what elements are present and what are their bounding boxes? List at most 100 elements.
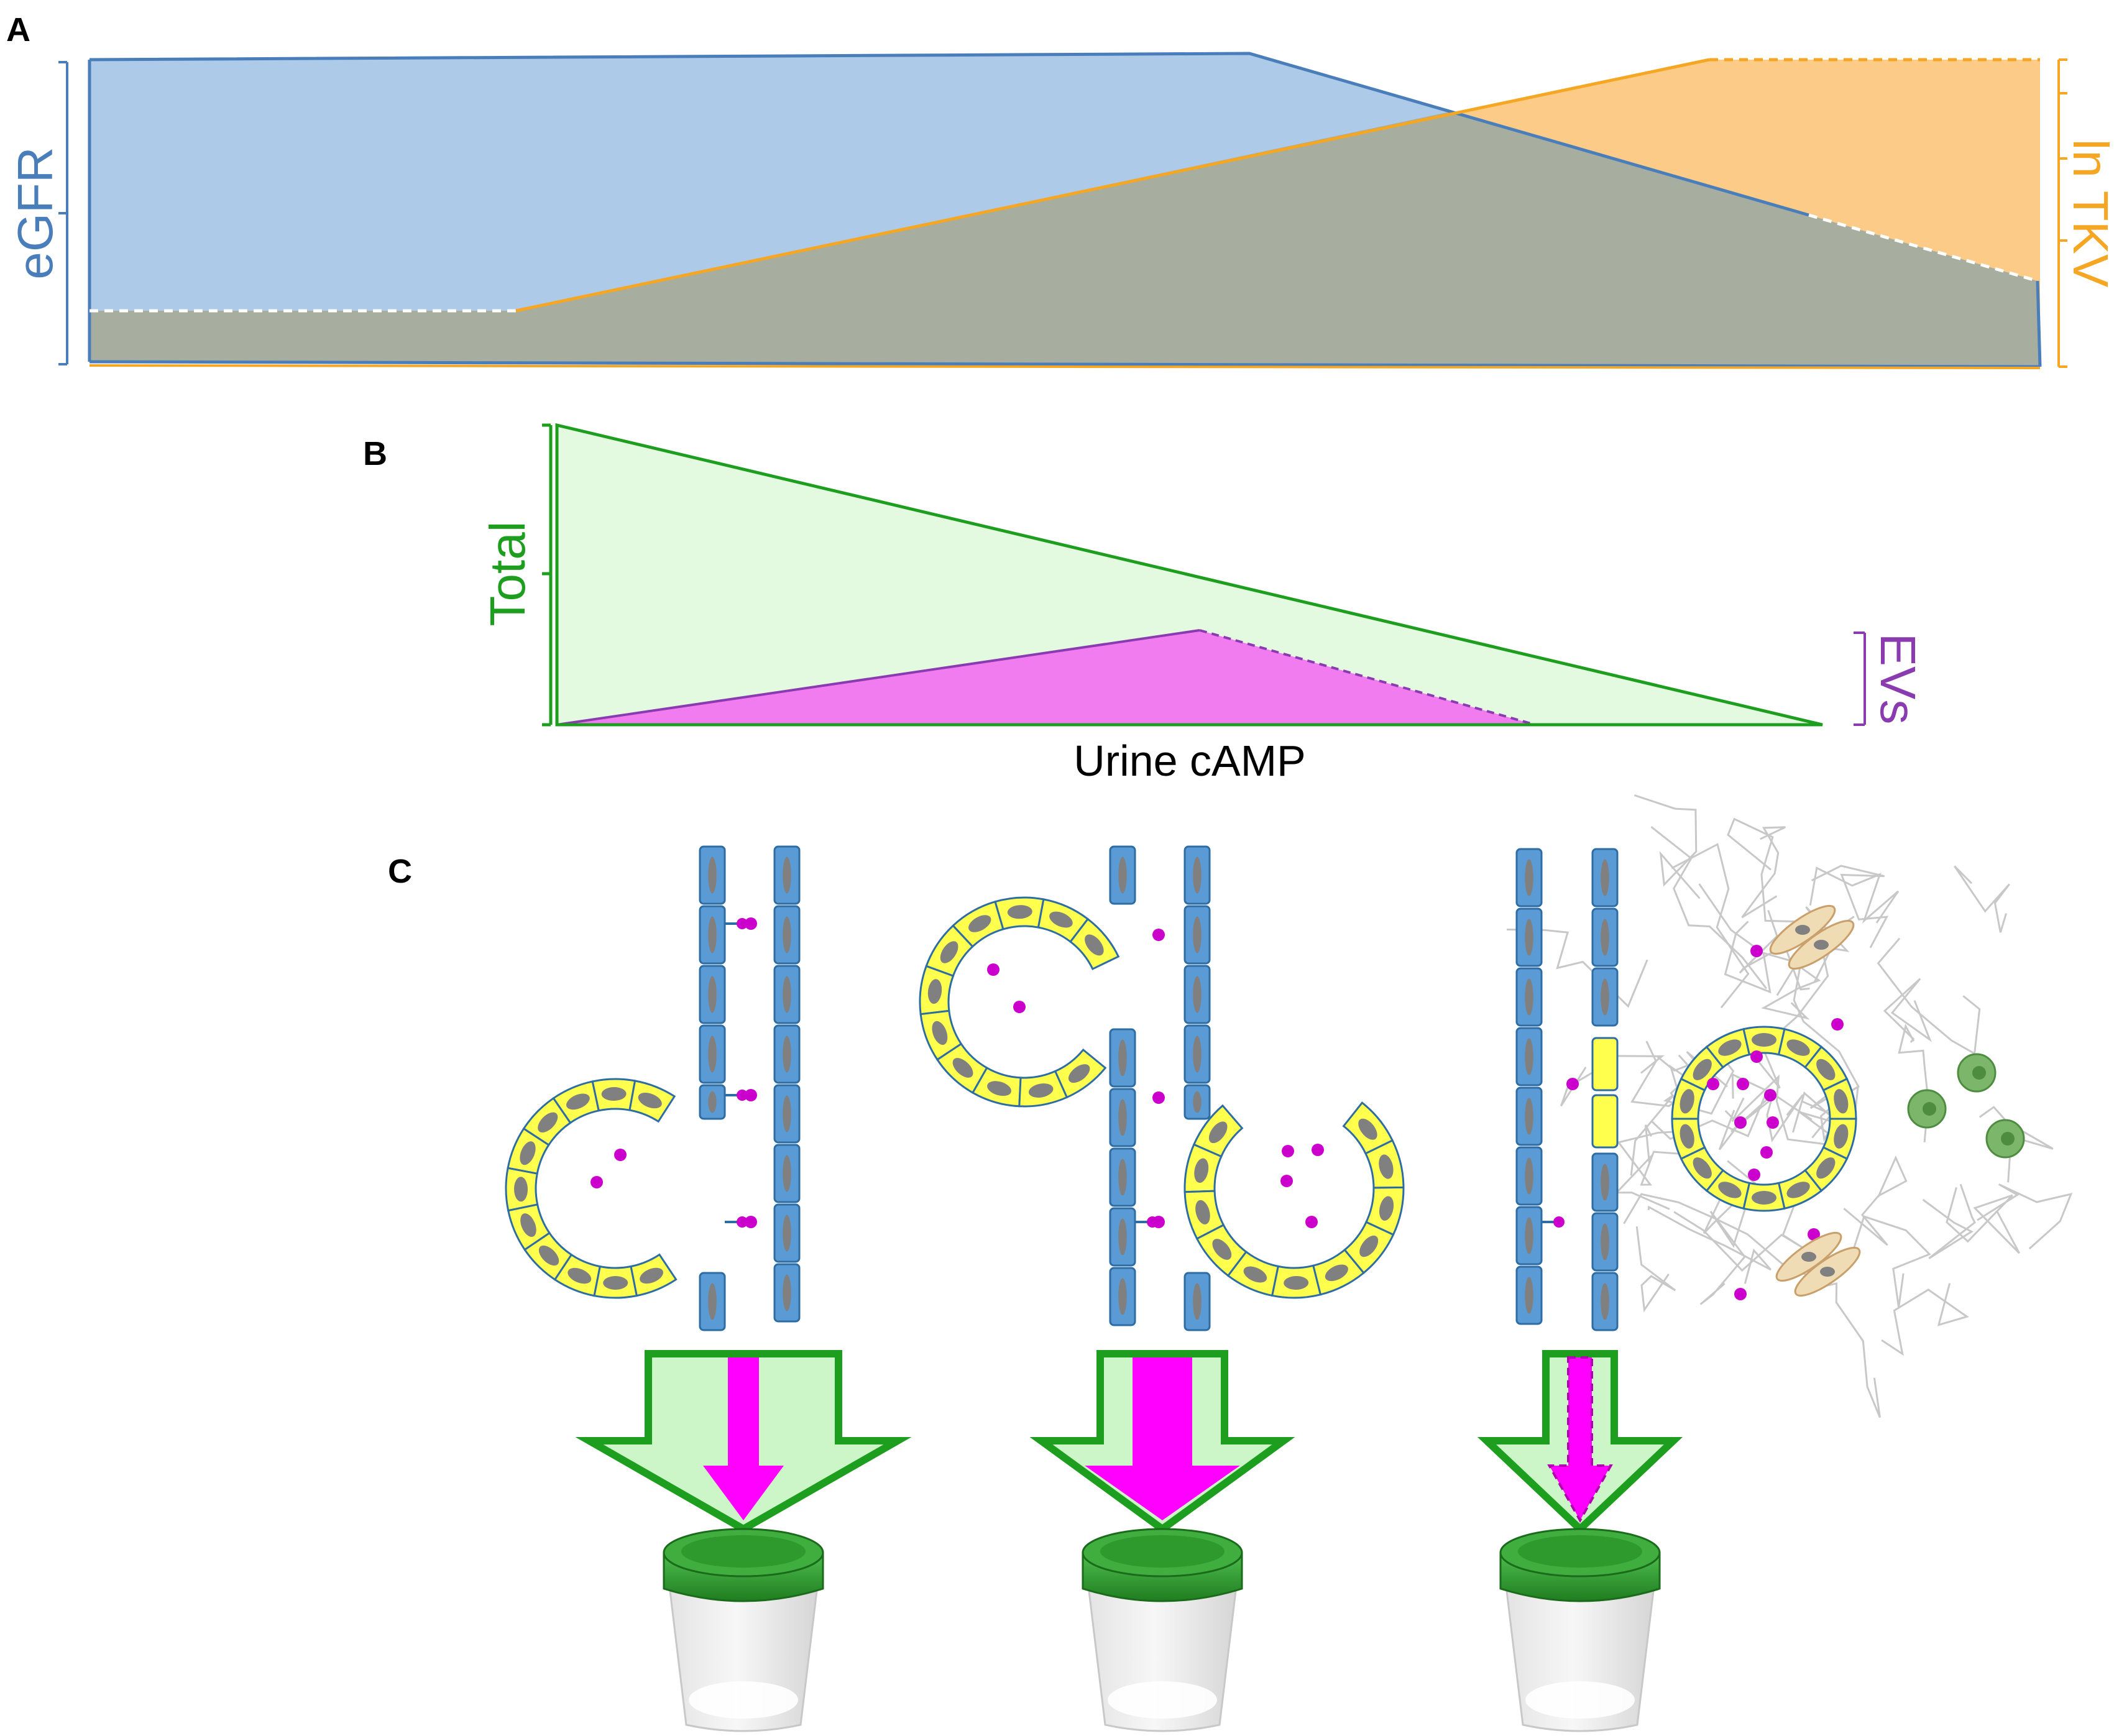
egfr-axis-label: eGFR [7, 147, 63, 279]
cell-nucleus [1601, 919, 1609, 956]
collagen-fibre [1877, 937, 1981, 1055]
cell-nucleus [514, 1177, 528, 1202]
cyst-epithelium [505, 1078, 678, 1299]
cilium-vesicle [1147, 1216, 1158, 1228]
closed-cyst [1671, 1026, 1857, 1212]
ev-flow-arrow [1547, 1356, 1613, 1523]
evs-line-dashed [1199, 629, 1536, 726]
collagen-fibre [1635, 1226, 1676, 1313]
cell-nucleus [1194, 1158, 1209, 1183]
cell-nucleus [1718, 1039, 1742, 1056]
tubule-wall-right [773, 845, 801, 1323]
cell-nucleus [1525, 1277, 1533, 1314]
cell-nucleus [1359, 1235, 1379, 1257]
tkv-axis [2057, 58, 2067, 368]
cilium-vesicle [737, 918, 748, 929]
urine-cup [663, 1528, 824, 1732]
cell-nucleus [783, 976, 791, 1013]
extracellular-vesicle [745, 1089, 757, 1101]
cell-nucleus [1525, 978, 1533, 1016]
panel-c: C [388, 794, 2073, 1732]
tubule-wall-right-upper [1183, 845, 1211, 1120]
fibroblast [1775, 1232, 1861, 1297]
collagen-fibre [1849, 1215, 1931, 1308]
cell-nucleus [1820, 1267, 1835, 1277]
tubule-wall-right-lower [1183, 1272, 1211, 1331]
cell-nucleus [1195, 1200, 1210, 1224]
collagen-fibre [1614, 1124, 1670, 1210]
urine-cup [1499, 1528, 1661, 1732]
cilium-vesicle [737, 1090, 748, 1101]
cell-nucleus [603, 1275, 628, 1290]
cell-nucleus [1680, 1124, 1694, 1149]
extracellular-vesicle [1760, 1146, 1773, 1159]
cyst-epithelium-upper [919, 896, 1120, 1108]
cell-nucleus [708, 1091, 717, 1113]
extracellular-vesicle [1013, 1001, 1026, 1013]
cup-liquid [689, 1681, 798, 1719]
extracellular-vesicle [1312, 1144, 1324, 1156]
cell-nucleus [1752, 1191, 1776, 1205]
extracellular-vesicle [591, 1176, 603, 1188]
cell-nucleus [1525, 919, 1533, 956]
tkv-axis-label: ln TKV [2063, 139, 2114, 288]
cell-nucleus [1718, 1182, 1742, 1198]
extracellular-vesicle [1707, 1078, 1719, 1090]
extracellular-vesicle [1737, 1078, 1749, 1090]
evs-axis-label: EVs [1870, 633, 1926, 725]
collagen-fibre [1843, 1155, 1908, 1246]
tubule-wall-right-lower [1591, 1152, 1619, 1331]
fibrosis-network [1507, 794, 2073, 1418]
overlap-area [90, 112, 2040, 367]
cup-lid-inner [1100, 1535, 1225, 1568]
stage-intermediate [919, 845, 1405, 1732]
cell-nucleus [1816, 1059, 1836, 1080]
cell-nucleus [783, 1155, 791, 1192]
extracellular-vesicle [1767, 1116, 1779, 1129]
cilium-vesicle [737, 1216, 748, 1228]
extracellular-vesicle [1748, 1169, 1760, 1181]
cup-lid-inner [681, 1535, 806, 1568]
tubule-wall-left-lower [699, 1272, 726, 1331]
cell-nucleus [708, 1283, 717, 1320]
collagen-fibre [1954, 865, 2010, 933]
extracellular-vesicle [745, 917, 757, 930]
collagen-fibre [1881, 1283, 1969, 1356]
collagen-fibre [1946, 1187, 2020, 1254]
cell-nucleus [1814, 940, 1829, 950]
extracellular-vesicle [1280, 1175, 1293, 1187]
cell-nucleus [1601, 978, 1609, 1016]
egfr-line-dashed [1808, 213, 2038, 283]
evs-axis [1854, 631, 1866, 726]
cell-nucleus [1601, 1283, 1609, 1320]
cell-nucleus [568, 1267, 592, 1284]
cell-nucleus [952, 1058, 973, 1078]
cell-nucleus [940, 941, 958, 963]
cell-nucleus [783, 916, 791, 953]
cell-nucleus [708, 1036, 717, 1073]
cell-nucleus [968, 915, 991, 932]
cell-nucleus [1525, 859, 1533, 896]
cell-nucleus [520, 1141, 536, 1165]
tkv-baseline [89, 364, 2041, 369]
cell-nucleus [1601, 1223, 1609, 1261]
cell-nucleus [987, 1081, 1011, 1096]
panel-c-letter: C [388, 853, 412, 890]
cell-nucleus [783, 1274, 791, 1311]
panel-b-letter: B [363, 435, 387, 472]
cell-nucleus [1193, 857, 1202, 894]
cup-lid-inner [1518, 1535, 1642, 1568]
cell-nucleus [1801, 1252, 1816, 1262]
collagen-fibre [1741, 826, 1786, 919]
cell-nucleus [1212, 1239, 1232, 1260]
cell-nucleus [1118, 857, 1127, 894]
extracellular-vesicle [1734, 1288, 1747, 1300]
extracellular-vesicle [1764, 1089, 1776, 1101]
extracellular-vesicle [614, 1149, 627, 1161]
cell-nucleus [1379, 1154, 1394, 1179]
stage-early [505, 845, 912, 1732]
panel-a-letter: A [6, 11, 30, 48]
fibroblast [1769, 905, 1855, 970]
panel-b: B Total EVs Urine cAMP [363, 423, 1926, 785]
